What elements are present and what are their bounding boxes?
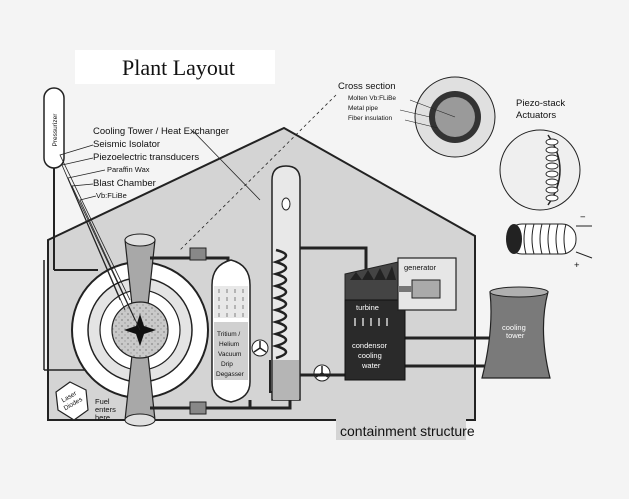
heat-exchanger bbox=[271, 165, 301, 401]
label-cooling-tower-hx: Cooling Tower / Heat Exchanger bbox=[93, 126, 229, 137]
generator-label: generator bbox=[404, 263, 437, 272]
condensor-label-1: condensor bbox=[352, 341, 388, 350]
generator: generator bbox=[397, 257, 457, 311]
pump-fan-icon-2 bbox=[313, 364, 331, 382]
cross-section-inset: Cross section Molten Vb:FLiBe Metal pipe… bbox=[179, 76, 496, 251]
fuel-label-3: here bbox=[95, 413, 110, 422]
cooling-tower: cooling tower bbox=[481, 286, 551, 379]
turbine-label: turbine bbox=[356, 303, 379, 312]
condensor-label-3: water bbox=[361, 361, 381, 370]
degasser: Tritium / Helium Vacuum Drip Degasser bbox=[211, 259, 251, 403]
page-title: Plant Layout bbox=[122, 55, 235, 80]
piezo-stack-title-1: Piezo-stack bbox=[516, 98, 565, 109]
containment-label: containment structure bbox=[340, 423, 475, 439]
turbine-condensor: turbine condensor cooling water bbox=[344, 261, 406, 381]
pump-fan-icon-1 bbox=[251, 339, 269, 357]
label-vb-flibe: Vb:FLiBe bbox=[96, 191, 127, 200]
seismic-isolator-bottom bbox=[189, 401, 207, 415]
seismic-isolator-top bbox=[189, 247, 207, 261]
label-molten-flibe: Molten Vb:FLiBe bbox=[348, 95, 396, 102]
laser-diodes: Laser Diodes bbox=[55, 381, 89, 421]
degasser-label-4: Drip bbox=[221, 361, 233, 368]
title-band bbox=[75, 50, 275, 84]
condensor-label-2: cooling bbox=[358, 351, 382, 360]
label-piezo-transducers: Piezoelectric transducers bbox=[93, 152, 199, 163]
piezo-stack-inset: Piezo-stack Actuators − + bbox=[499, 98, 593, 271]
label-seismic-isolator: Seismic Isolator bbox=[93, 139, 160, 150]
label-blast-chamber: Blast Chamber bbox=[93, 178, 156, 189]
fuel-label-1: Fuel bbox=[95, 397, 110, 406]
plus-sign: + bbox=[574, 260, 580, 271]
degasser-label-1: Tritium / bbox=[217, 331, 240, 338]
pressurizer: Pressurizer bbox=[43, 87, 98, 371]
callout-labels: Cooling Tower / Heat Exchanger Seismic I… bbox=[59, 126, 261, 331]
label-metal-pipe: Metal pipe bbox=[348, 105, 378, 112]
degasser-label-2: Helium bbox=[219, 341, 239, 348]
cooling-tower-label-1: cooling bbox=[502, 323, 526, 332]
degasser-label-5: Degasser bbox=[216, 371, 245, 378]
secondary-pipes bbox=[300, 246, 490, 377]
label-paraffin-wax: Paraffin Wax bbox=[107, 165, 150, 174]
degasser-label-3: Vacuum bbox=[218, 351, 241, 358]
minus-sign: − bbox=[580, 212, 586, 223]
label-fiber-insulation: Fiber insulation bbox=[348, 115, 392, 122]
pressurizer-label: Pressurizer bbox=[52, 113, 59, 147]
cooling-tower-label-2: tower bbox=[506, 331, 525, 340]
piezo-stack-title-2: Actuators bbox=[516, 110, 556, 121]
fuel-label-2: enters bbox=[95, 405, 116, 414]
cross-section-title: Cross section bbox=[338, 81, 396, 92]
